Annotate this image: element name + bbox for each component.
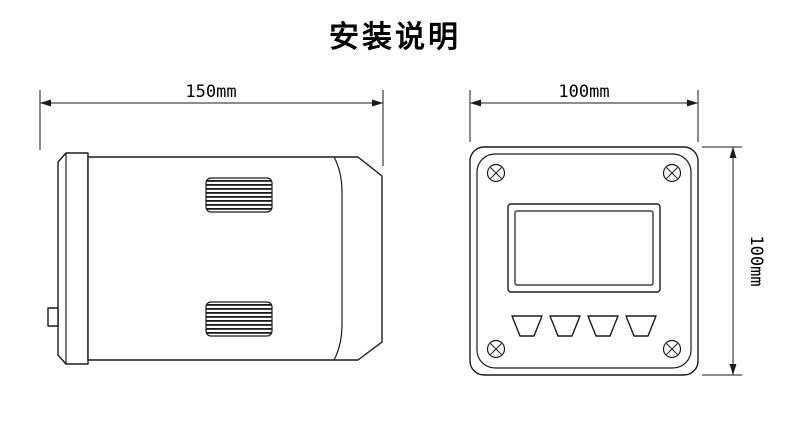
side-view-drawing: 150mm [39,82,384,365]
button-key-2 [549,315,581,337]
side-view-width-dimension-label: 150mm [185,82,236,102]
screw-cross-line [490,343,502,355]
button-key-4 [625,315,657,337]
device-body [87,156,383,361]
page-title: 安装说明 [329,21,461,54]
front-view-width-dimension-label: 100mm [558,82,609,102]
screw-cross-line [490,167,502,179]
front-panel-inner-contour [476,153,692,369]
grip-rib-top [205,177,273,213]
button-key-1 [511,315,543,337]
corner-screw-bottom-right [662,339,682,359]
grip-rib-bottom [205,301,273,337]
screw-cross-line [666,343,678,355]
dimension-100mm-height: 100mm [702,146,766,376]
arrowhead-right-icon [687,99,698,107]
lcd-display [507,203,661,293]
dimension-100mm-width: 100mm [469,82,699,142]
device-rear-cap [57,152,89,365]
front-view-height-dimension-label: 100mm [746,235,766,286]
screw-cross-line [666,167,678,179]
mounting-tab [47,307,59,327]
screw-icon [486,163,506,183]
bezel-divider-line [333,156,343,361]
keypad [511,315,657,337]
lcd-display-screen [514,210,654,286]
arrowhead-right-icon [372,99,383,107]
screw-icon [486,339,506,359]
screw-icon [662,339,682,359]
arrowhead-down-icon [729,364,737,375]
button-key-3 [587,315,619,337]
arrowhead-up-icon [729,147,737,158]
lcd-display-outer-frame [507,203,661,293]
arrowhead-left-icon [470,99,481,107]
corner-screw-top-left [486,163,506,183]
corner-screw-bottom-left [486,339,506,359]
arrowhead-left-icon [40,99,51,107]
front-view-drawing: 100mm 100mm [469,82,766,376]
corner-screw-top-right [662,163,682,183]
dimension-150mm: 150mm [39,82,384,166]
screw-icon [662,163,682,183]
